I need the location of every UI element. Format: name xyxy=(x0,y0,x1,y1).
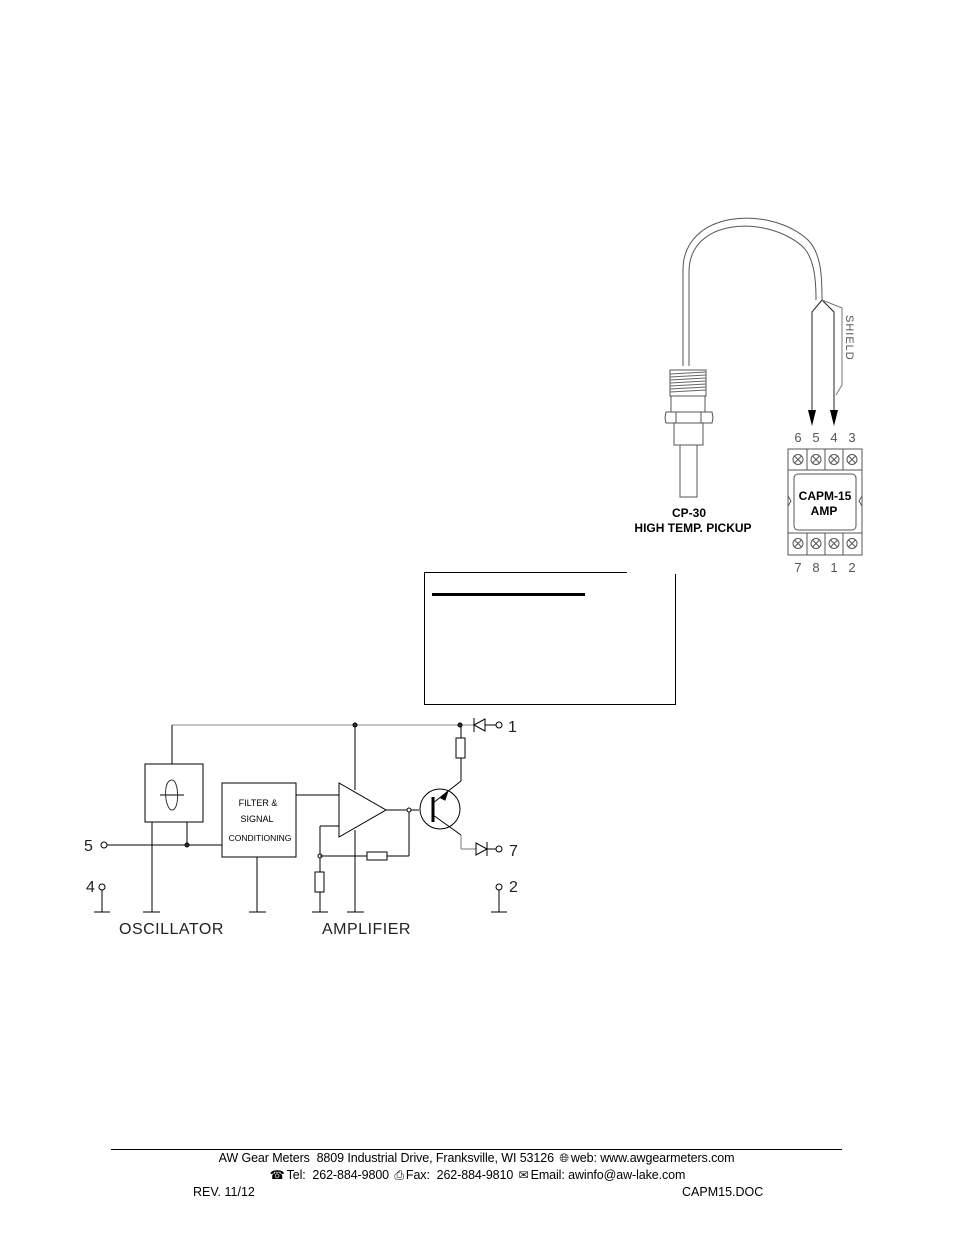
pin-2-label: 2 xyxy=(509,879,518,896)
pin-1-label: 1 xyxy=(508,719,517,736)
terminal-6: 6 xyxy=(794,430,801,445)
email-label: Email: xyxy=(530,1168,565,1182)
pin-5-label: 5 xyxy=(84,838,93,855)
terminal-1: 1 xyxy=(830,560,837,575)
terminal-5: 5 xyxy=(812,430,819,445)
pin-4-label: 4 xyxy=(86,879,95,896)
terminal-8: 8 xyxy=(812,560,819,575)
web-label: web: xyxy=(570,1151,597,1165)
pickup-label-model: CP-30 xyxy=(672,506,706,520)
web-link[interactable]: www.awgearmeters.com xyxy=(600,1151,735,1165)
pickup-label-desc: HIGH TEMP. PICKUP xyxy=(634,521,751,535)
footer-contact-line: ☎Tel: 262-884-9800 ⎙Fax: 262-884-9810 ✉E… xyxy=(111,1168,842,1183)
notice-box-gap xyxy=(627,568,677,574)
block-schematic xyxy=(94,718,507,913)
transistor xyxy=(419,788,461,830)
terminal-3: 3 xyxy=(848,430,855,445)
capm15-amp-module xyxy=(787,448,863,556)
filter-label-1: FILTER & xyxy=(239,798,278,808)
company-address: 8809 Industrial Drive, Franksville, WI 5… xyxy=(316,1151,554,1165)
pickup-cable xyxy=(682,217,823,366)
footer-divider xyxy=(111,1149,842,1150)
footer-address-line: AW Gear Meters 8809 Industrial Drive, Fr… xyxy=(111,1151,842,1166)
terminal-4: 4 xyxy=(830,430,837,445)
terminal-7: 7 xyxy=(794,560,801,575)
fax-label: Fax: xyxy=(405,1168,430,1182)
amplifier-label: AMPLIFIER xyxy=(322,921,411,938)
oscillator-block xyxy=(144,763,204,823)
amp-label-model: CAPM-15 xyxy=(799,489,852,503)
oscillator-label: OSCILLATOR xyxy=(119,921,224,938)
filter-conditioning-block xyxy=(221,782,297,858)
company-name: AW Gear Meters xyxy=(218,1151,310,1165)
terminal-2: 2 xyxy=(848,560,855,575)
telephone-icon: ☎ xyxy=(269,1168,285,1182)
notice-heading-underline xyxy=(432,593,585,596)
notice-box xyxy=(424,572,676,705)
amplifier-triangle xyxy=(338,782,388,838)
globe-icon: 🌐︎ xyxy=(559,1151,569,1165)
filter-label-3: CONDITIONING xyxy=(229,833,292,843)
email-link[interactable]: awinfo@aw-lake.com xyxy=(568,1168,686,1182)
fax-number: 262-884-9810 xyxy=(436,1168,514,1182)
email-icon: ✉ xyxy=(518,1168,529,1182)
pickup-body xyxy=(664,369,714,498)
filter-label-2: SIGNAL xyxy=(240,814,273,824)
screw-terminals xyxy=(792,454,858,549)
pin-7-label: 7 xyxy=(509,843,518,860)
revision-label: REV. 11/12 xyxy=(193,1185,255,1199)
document-name: CAPM15.DOC xyxy=(682,1185,764,1199)
shield-label: SHIELD xyxy=(843,315,855,361)
tel-number: 262-884-9800 xyxy=(312,1168,390,1182)
tel-label: Tel: xyxy=(286,1168,306,1182)
amp-label-type: AMP xyxy=(811,504,838,518)
fax-icon: ⎙ xyxy=(394,1168,404,1182)
